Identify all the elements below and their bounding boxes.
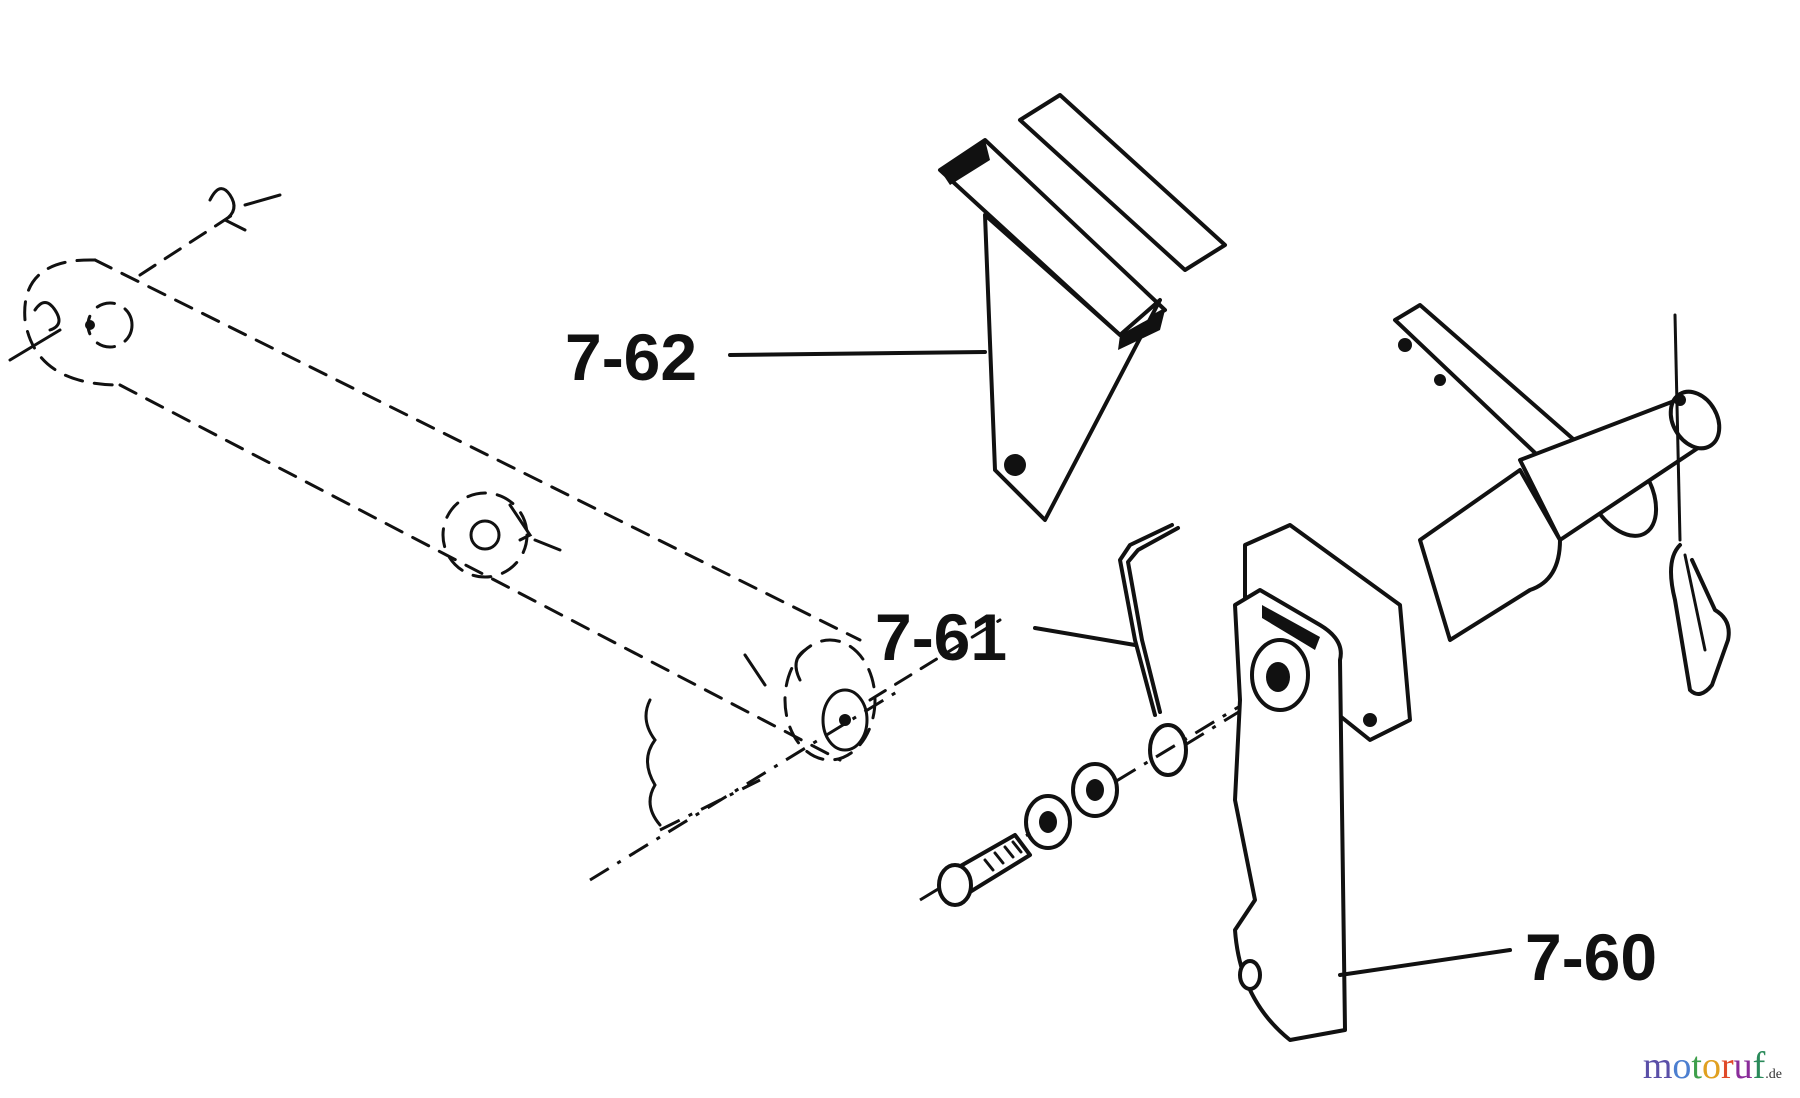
watermark-logo: motoruf.de (1642, 1045, 1782, 1087)
lever-assembly (1233, 303, 1731, 1042)
label-7-62: 7-62 (565, 320, 987, 394)
hardware-stack (919, 698, 1251, 907)
spring-part (1118, 523, 1251, 777)
part-label-7-61: 7-61 (875, 600, 1007, 674)
leader-line-7-61 (1033, 626, 1137, 647)
part-label-7-60: 7-60 (1525, 920, 1657, 994)
bracket-part (938, 93, 1227, 522)
part-label-7-62: 7-62 (565, 320, 697, 394)
leader-line-7-60 (1338, 948, 1512, 977)
label-7-61: 7-61 (875, 600, 1137, 674)
phantom-linkage-arm (8, 187, 1002, 882)
leader-line-7-62 (728, 350, 987, 357)
label-7-60: 7-60 (1338, 920, 1657, 994)
